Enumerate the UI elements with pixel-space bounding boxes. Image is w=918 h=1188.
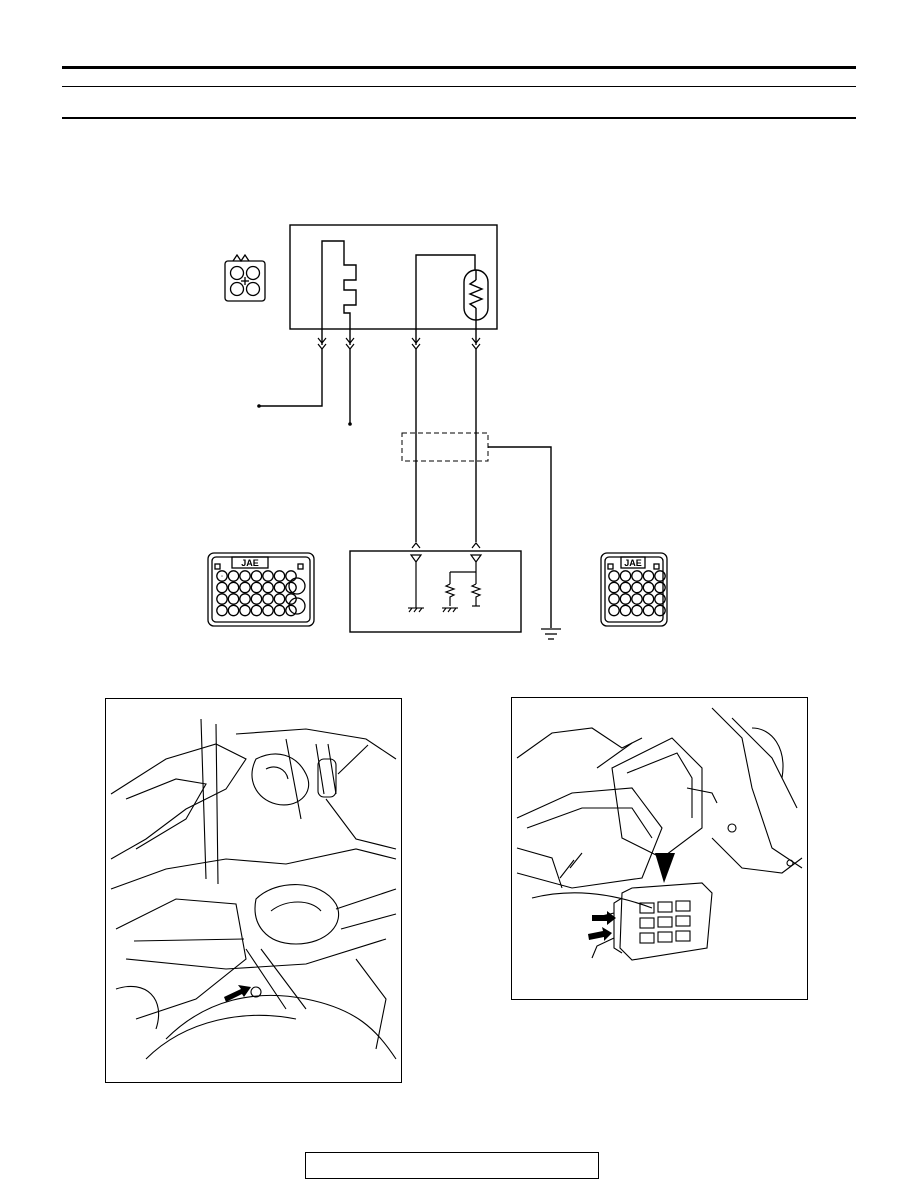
sensor-connector-icon [224,253,266,302]
header-top-rule [62,66,856,69]
connector-pin [608,581,620,594]
connector-pin [608,570,620,582]
connector-pin-large [288,577,306,595]
ecm-connector-left-label: JAE [241,558,259,568]
connector-pin [239,604,251,617]
connector-pin [262,604,274,617]
connector-pin [216,570,228,582]
connector-pin [631,593,643,605]
connector-pin [273,581,286,594]
connector-pin [631,581,643,594]
connector-pin [619,581,632,594]
ecm-connector-right-label: JAE [624,558,642,568]
connector-pin [642,570,655,582]
oxygen-sensor-body [289,224,498,330]
connector-pin [216,604,228,617]
connector-pin [239,570,251,582]
ecm-connector-left-icon [207,552,315,627]
connector-pin [642,593,655,605]
connector-pin [239,581,251,594]
connector-pin [227,593,240,605]
ecm-connector-right-icon [600,552,668,627]
wiring-diagram: JAE JAE [207,224,668,640]
connector-pin [227,570,240,582]
arrow-icon [224,985,251,1002]
connector-pin [285,570,297,582]
ecm-illustration [516,707,803,961]
connector-pin [216,593,228,605]
connector-pin [216,581,228,594]
connector-pin [262,593,274,605]
connector-pin [250,593,263,605]
connector-pin [642,604,655,617]
connector-pin [239,593,251,605]
connector-pin [619,604,632,617]
header-middle-rule [62,86,856,87]
engine-bay-illustration [110,718,397,1060]
ecm-body [349,550,522,633]
connector-pin [285,581,297,594]
arrow-icon-lower [588,927,612,941]
connector-pin [619,570,632,582]
oxygen-sensor-location-photo [105,698,402,1083]
ground-icon [541,628,561,640]
arrow-icon-upper [592,911,616,925]
connector-pin [227,581,240,594]
connector-pin [262,570,274,582]
connector-pin [227,604,240,617]
connector-pin [608,604,620,617]
connector-pin [631,604,643,617]
ecm-connector-location-photo [511,697,808,1000]
connector-pin [654,570,666,582]
connector-pin [642,581,655,594]
connector-pin [273,604,286,617]
connector-pin [273,570,286,582]
page-number-box [305,1152,599,1179]
connector-pin [285,593,297,605]
connector-pin [654,593,666,605]
connector-pin [608,593,620,605]
connector-pin [273,593,286,605]
connector-pin [654,581,666,594]
callout-pointer-icon [655,853,675,883]
header-bottom-rule [62,117,856,119]
connector-pin [262,581,274,594]
connector-pin [631,570,643,582]
connector-pin [250,570,263,582]
connector-pin [250,604,263,617]
connector-pin [619,593,632,605]
connector-pin [285,604,297,617]
connector-pin [654,604,666,617]
connector-pin-large [288,597,306,615]
shield-box [401,432,489,462]
connector-pin [250,581,263,594]
